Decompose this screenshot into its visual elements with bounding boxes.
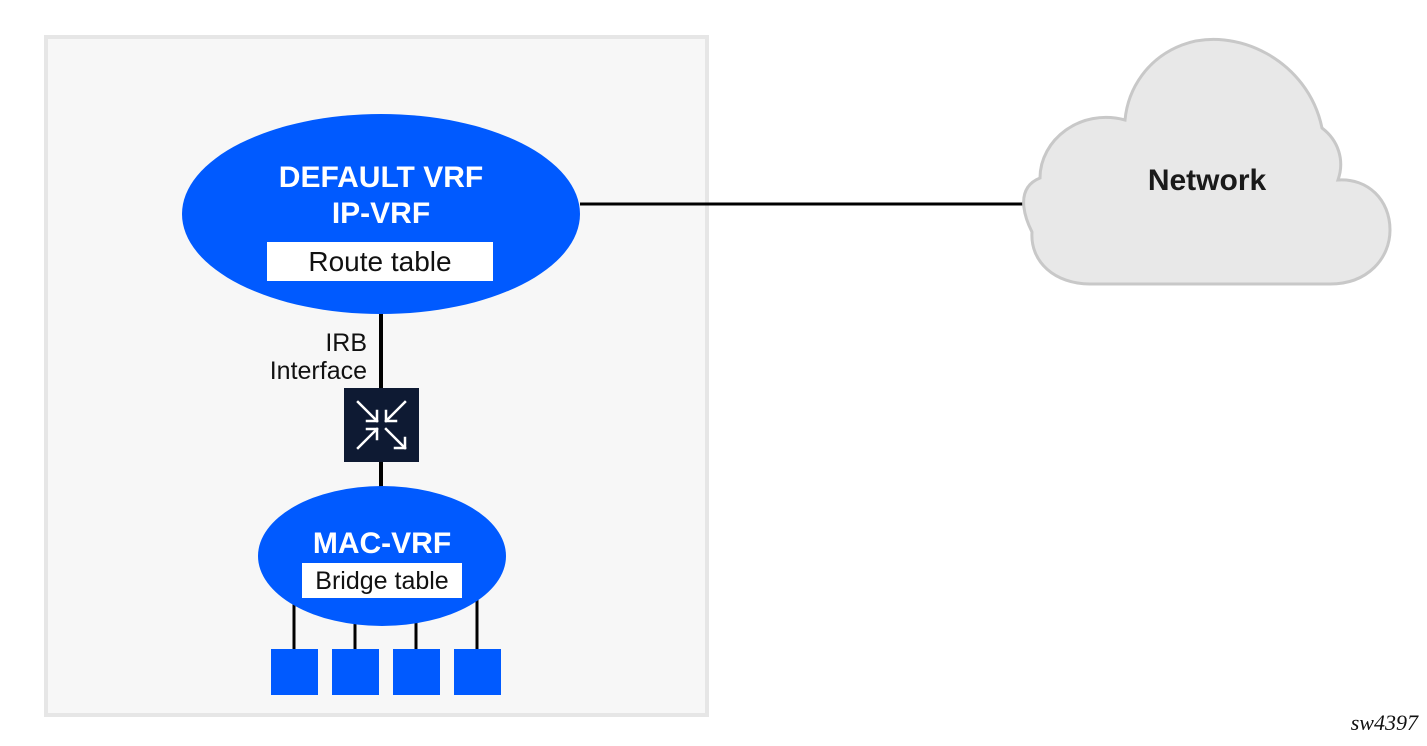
bridge-port-3: [393, 649, 440, 695]
bridge-port-4: [454, 649, 501, 695]
route-table-box: [267, 242, 493, 281]
network-cloud-shape: [1022, 37, 1392, 286]
ip-vrf-title-line1: DEFAULT VRF: [279, 161, 483, 194]
network-label: Network: [1148, 164, 1267, 197]
bridge-table-box: [302, 563, 462, 598]
mac-vrf-title: MAC-VRF: [313, 527, 451, 560]
bridge-table-label: Bridge table: [315, 567, 448, 595]
cloud-icon: [1022, 37, 1392, 286]
bridge-port-2: [332, 649, 379, 695]
port-links: [292, 596, 479, 650]
irb-switch-box: [344, 388, 419, 462]
route-table-label: Route table: [308, 246, 451, 277]
irb-label-line2: Interface: [270, 357, 367, 385]
bridge-ports: [271, 649, 501, 695]
bridge-port-1: [271, 649, 318, 695]
irb-label-line1: IRB: [325, 329, 367, 357]
ip-vrf-title-line2: IP-VRF: [332, 197, 430, 230]
irb-switch-arrows-icon: [344, 388, 419, 462]
figure-id: sw4397: [1351, 710, 1419, 735]
